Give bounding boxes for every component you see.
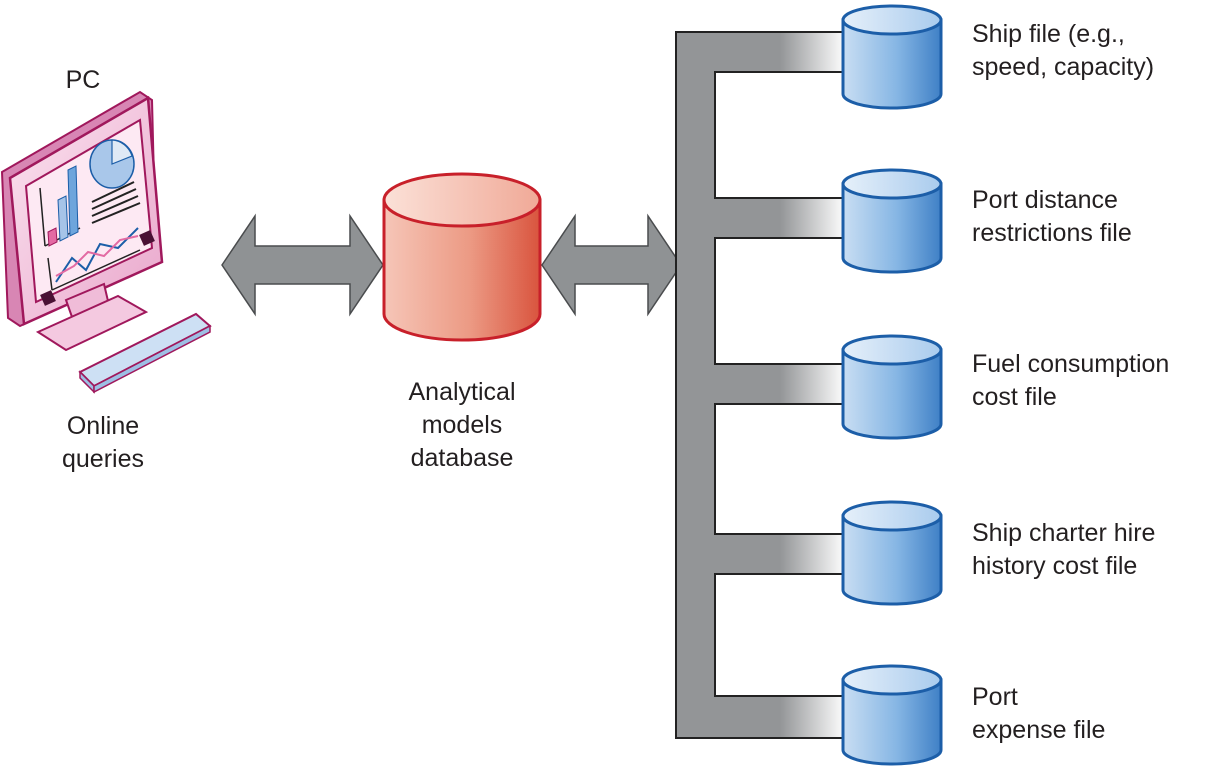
- pie-chart-icon: [89, 139, 135, 189]
- port-distance-label: Port distance restrictions file: [972, 184, 1132, 250]
- label-line: restrictions file: [972, 219, 1132, 247]
- label-line: cost file: [972, 383, 1057, 411]
- bidirectional-arrow-right: [541, 213, 682, 317]
- text-lines-icon: [91, 181, 141, 224]
- caption-line: models: [421, 411, 503, 439]
- keyboard-icon: [78, 312, 212, 394]
- bidirectional-arrow-left: [221, 213, 384, 317]
- analytical-models-database-icon: [382, 172, 542, 342]
- label-line: Fuel consumption: [972, 350, 1170, 378]
- label-line: Port distance: [972, 186, 1118, 214]
- file-database-icon: [841, 4, 943, 110]
- label-line: Ship charter hire: [972, 519, 1156, 547]
- file-database-icon: [841, 664, 943, 766]
- file-database-icon: [841, 500, 943, 606]
- caption-line: queries: [62, 445, 144, 473]
- caption-line: Analytical: [408, 378, 516, 406]
- file-database-icon: [841, 334, 943, 440]
- label-line: expense file: [972, 716, 1106, 744]
- ship-file-label: Ship file (e.g., speed, capacity): [972, 18, 1154, 84]
- connector-bus: [675, 31, 847, 739]
- port-expense-label: Port expense file: [972, 681, 1105, 747]
- bar-chart-icon: [39, 165, 81, 247]
- pc-computer-icon: [0, 90, 212, 394]
- label-line: Ship file (e.g.,: [972, 20, 1125, 48]
- analytical-db-label: Analytical models database: [382, 376, 542, 475]
- label-line: history cost file: [972, 552, 1138, 580]
- ship-charter-label: Ship charter hire history cost file: [972, 517, 1155, 583]
- label-line: Port: [972, 683, 1018, 711]
- online-queries-label: Online queries: [38, 410, 168, 476]
- label-line: speed, capacity): [972, 53, 1155, 81]
- caption-line: Online: [66, 412, 140, 440]
- pc-label-text: PC: [65, 66, 101, 94]
- line-chart-icon: [47, 227, 141, 291]
- file-database-icon: [841, 168, 943, 274]
- fuel-consumption-label: Fuel consumption cost file: [972, 348, 1169, 414]
- pc-label: PC: [58, 64, 108, 97]
- caption-line: database: [410, 444, 514, 472]
